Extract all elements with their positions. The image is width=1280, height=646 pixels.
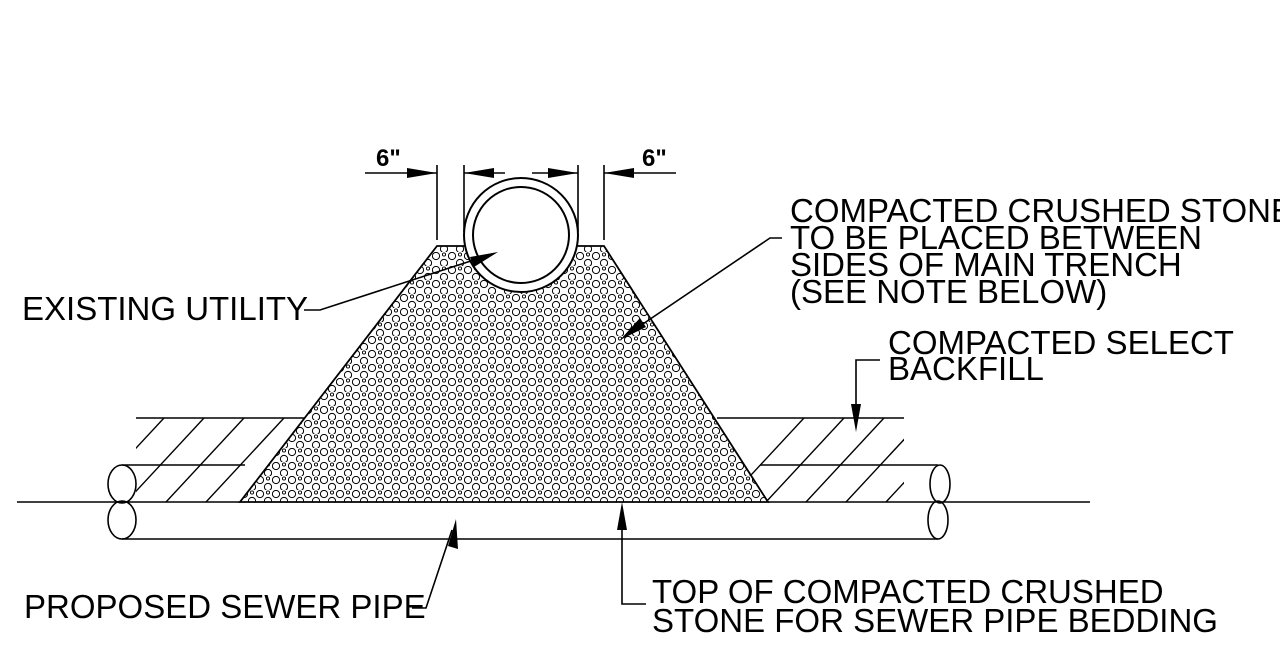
- label-crushed-stone-line-2: TO BE PLACED BETWEEN: [790, 219, 1202, 256]
- label-existing-utility: EXISTING UTILITY: [22, 290, 308, 327]
- label-sewer-pipe: PROPOSED SEWER PIPE: [24, 588, 426, 625]
- proposed-sewer-pipe: [107, 464, 951, 540]
- existing-utility-inner: [472, 186, 570, 284]
- label-select-backfill-line-1: COMPACTED SELECT: [888, 324, 1234, 361]
- dimension-right: [532, 168, 676, 178]
- dimension-extension-lines: [436, 165, 605, 240]
- leader-existing-utility: [304, 252, 498, 311]
- leader-bedding-top: [617, 502, 646, 605]
- dimension-left: [365, 168, 505, 178]
- label-bedding-top-line-1: TOP OF COMPACTED CRUSHED: [652, 573, 1164, 610]
- leader-select-backfill: [851, 359, 880, 432]
- select-backfill-right: [717, 417, 904, 502]
- label-crushed-stone-line-4: (SEE NOTE BELOW): [790, 273, 1107, 310]
- dimension-left-label: 6": [376, 145, 401, 172]
- label-select-backfill-line-2: BACKFILL: [888, 350, 1044, 387]
- label-crushed-stone-line-1: COMPACTED CRUSHED STONE: [790, 192, 1280, 229]
- label-crushed-stone-line-3: SIDES OF MAIN TRENCH: [790, 246, 1182, 283]
- leader-crushed-stone: [620, 237, 782, 340]
- leader-sewer-pipe: [412, 519, 458, 609]
- label-bedding-top-line-2: STONE FOR SEWER PIPE BEDDING: [652, 602, 1218, 639]
- dimension-right-label: 6": [642, 145, 667, 172]
